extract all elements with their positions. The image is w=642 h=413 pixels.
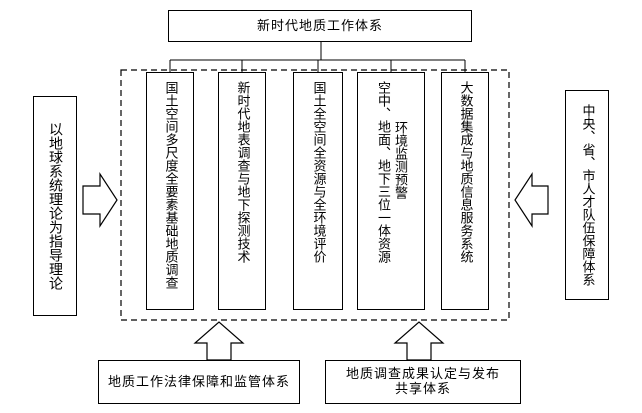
top-box: 新时代地质工作体系: [168, 10, 472, 42]
left-box: 以地球系统理论为指导理论: [33, 96, 77, 316]
column-5-line-1: 大数据集成与地质信息服务系统: [457, 81, 473, 263]
column-4-line-2: 环境监测预警: [392, 121, 407, 199]
column-3-line-1: 国土全空间全资源与全环境评价: [310, 81, 326, 263]
column-2-line-1: 新时代地表调查与地下探测技术: [234, 81, 250, 263]
right-hollow-arrow: [514, 171, 549, 229]
bottom-right-box: 地质调查成果认定与发布 共享体系: [325, 360, 521, 404]
left-hollow-arrow: [82, 171, 118, 229]
column-box-1: 国土空间多尺度全要素基础地质调查: [146, 72, 194, 310]
bottom-left-box-label: 地质工作法律保障和监管体系: [107, 374, 290, 390]
bottom-right-hollow-arrow: [393, 321, 445, 361]
right-box-label: 中央、省、市人才队伍保障体系: [579, 104, 595, 286]
column-box-5: 大数据集成与地质信息服务系统: [441, 72, 489, 310]
column-box-4: 空中、地面、地下三位一体资源 环境监测预警: [357, 72, 425, 310]
column-box-3: 国土全空间全资源与全环境评价: [293, 72, 343, 310]
left-box-label: 以地球系统理论为指导理论: [47, 122, 63, 290]
right-box: 中央、省、市人才队伍保障体系: [565, 90, 609, 300]
column-box-2: 新时代地表调查与地下探测技术: [218, 72, 266, 310]
column-1-line-1: 国土空间多尺度全要素基础地质调查: [162, 81, 178, 289]
top-box-label: 新时代地质工作体系: [256, 18, 383, 34]
bottom-right-box-line-1: 地质调查成果认定与发布: [345, 367, 500, 382]
bottom-right-box-line-2: 共享体系: [394, 382, 451, 397]
dashed-container: [120, 69, 510, 321]
column-4-line-1: 空中、地面、地下三位一体资源: [375, 81, 390, 263]
bottom-left-hollow-arrow: [193, 321, 245, 361]
bottom-left-box: 地质工作法律保障和监管体系: [98, 360, 300, 404]
